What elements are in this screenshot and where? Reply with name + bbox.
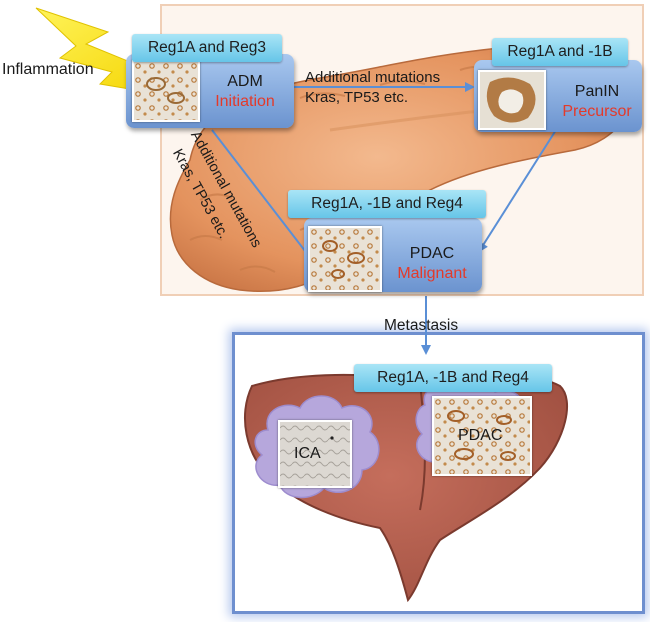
ica-histology-image (278, 420, 352, 488)
panin-stage-name: PanIN (574, 83, 620, 100)
arrow-panin-to-pdac (478, 129, 557, 253)
panin-stage-card: PanIN Precursor (474, 60, 642, 132)
mutations-horizontal-line1: Additional mutations (305, 69, 441, 86)
adm-histology-texture (134, 62, 198, 120)
adm-stage-role: Initiation (215, 93, 275, 110)
adm-stage-name: ADM (227, 73, 263, 90)
pdac-stage-role: Malignant (397, 265, 467, 282)
liver-pdac-histology-texture (434, 398, 530, 474)
metastasis-label: Metastasis (384, 317, 459, 334)
pdac-stage-name: PDAC (409, 245, 455, 262)
mutations-horizontal-line2: Kras, TP53 etc. (305, 89, 409, 106)
adm-histology-image (132, 60, 200, 122)
pdac-histology-texture (310, 228, 380, 290)
panin-marker-tag: Reg1A and -1B (492, 38, 628, 66)
panin-histology-image (478, 70, 546, 130)
adm-stage-card: ADM Initiation (126, 54, 294, 128)
panin-histology-texture (480, 72, 544, 128)
ica-label: ICA (294, 445, 321, 462)
pdac-stage-card: PDAC Malignant (304, 218, 482, 292)
panin-stage-role: Precursor (562, 103, 632, 120)
ica-histology-texture (280, 422, 350, 486)
adm-marker-tag: Reg1A and Reg3 (132, 34, 282, 62)
arrow-adm-to-pdac (211, 129, 314, 263)
pdac-marker-tag: Reg1A, -1B and Reg4 (288, 190, 486, 218)
liver-pdac-label: PDAC (458, 427, 503, 444)
liver-pdac-histology-image (432, 396, 532, 476)
pdac-histology-image (308, 226, 382, 292)
liver-marker-tag: Reg1A, -1B and Reg4 (354, 364, 552, 392)
inflammation-label: Inflammation (2, 61, 94, 78)
